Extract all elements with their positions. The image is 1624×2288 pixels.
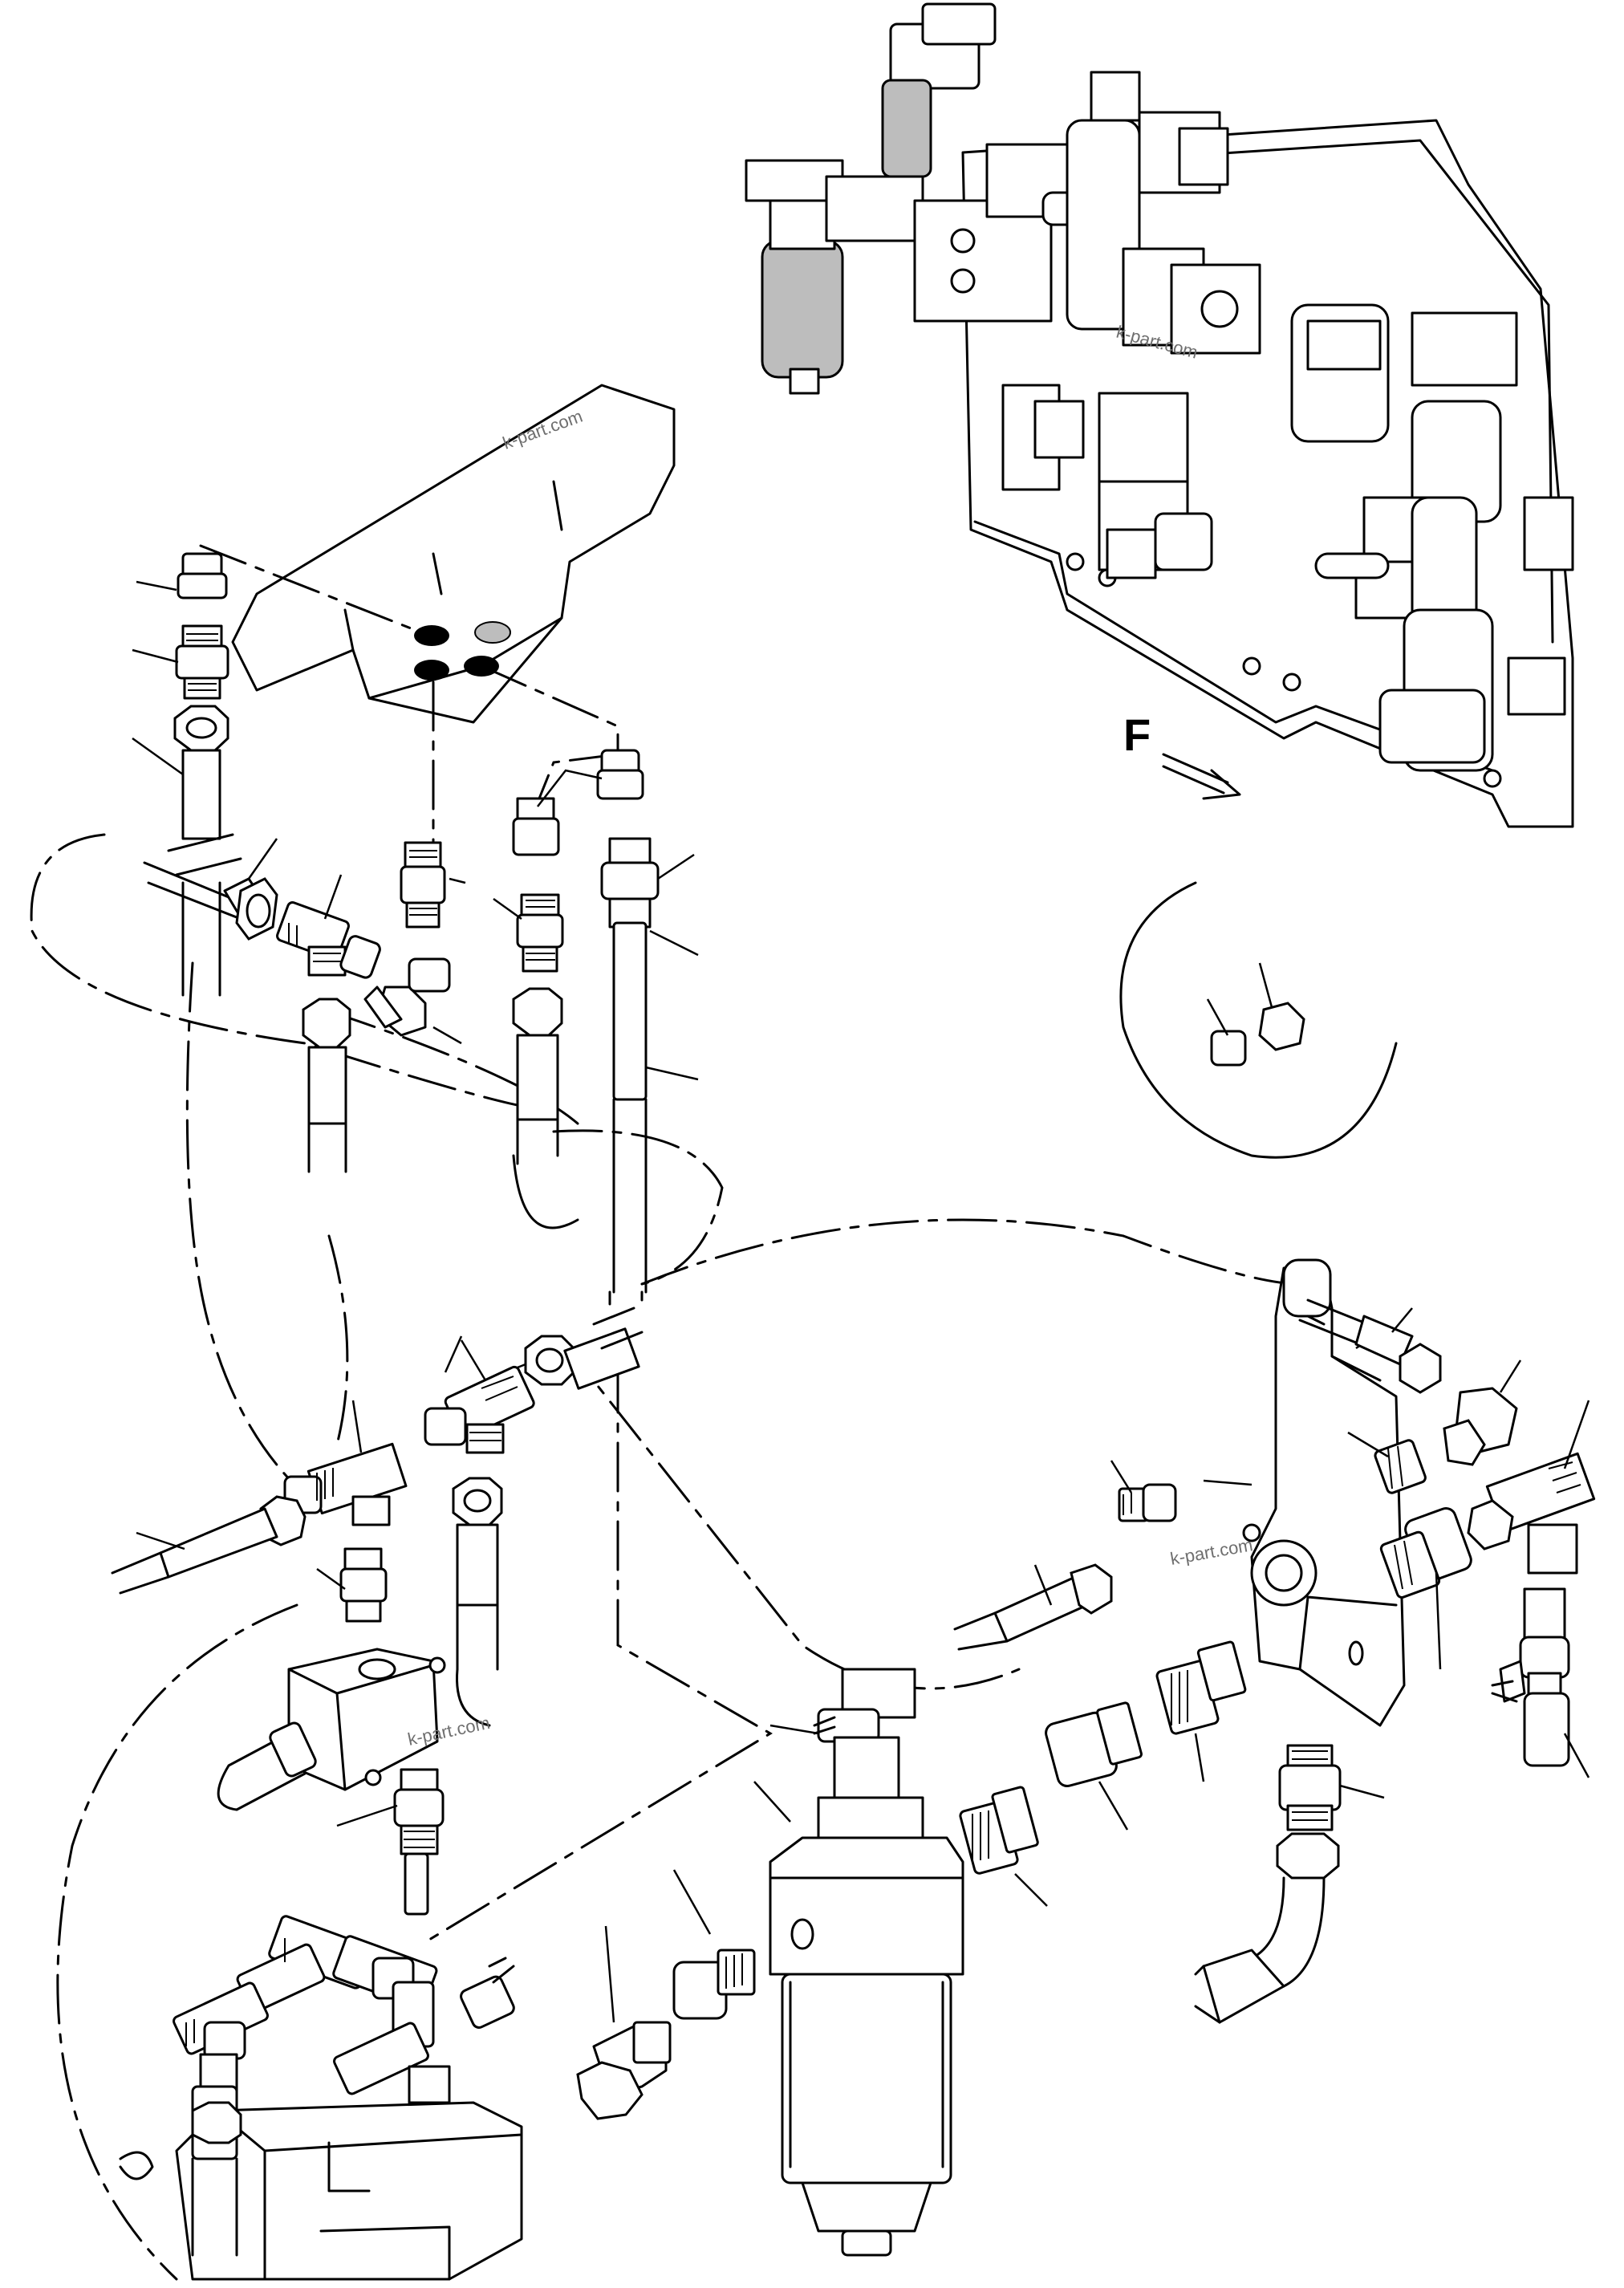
- routing-lines: [30, 544, 1301, 2281]
- long-tube: [608, 1290, 1326, 1326]
- check-valve-body: k-part.com: [217, 1648, 492, 1916]
- left-fittings: [132, 552, 466, 1173]
- line-filter: [753, 1668, 964, 2257]
- bottom-center-fittings: [576, 1460, 1247, 2120]
- middle-tee-cluster: [111, 1307, 644, 1727]
- bottom-left-tee-assembly: [119, 1915, 523, 2281]
- detail-view-circle: [1119, 881, 1398, 1159]
- watermark-text: k-part.com: [1169, 1534, 1255, 1569]
- view-direction-label: F: [1123, 709, 1151, 760]
- center-fittings: [493, 749, 699, 1294]
- view-direction-indicator: F: [1123, 709, 1241, 800]
- valve-block-assembly: k-part.com: [745, 2, 1574, 828]
- right-fittings: [1194, 1298, 1596, 2024]
- solenoid-valve-block: k-part.com: [231, 384, 676, 724]
